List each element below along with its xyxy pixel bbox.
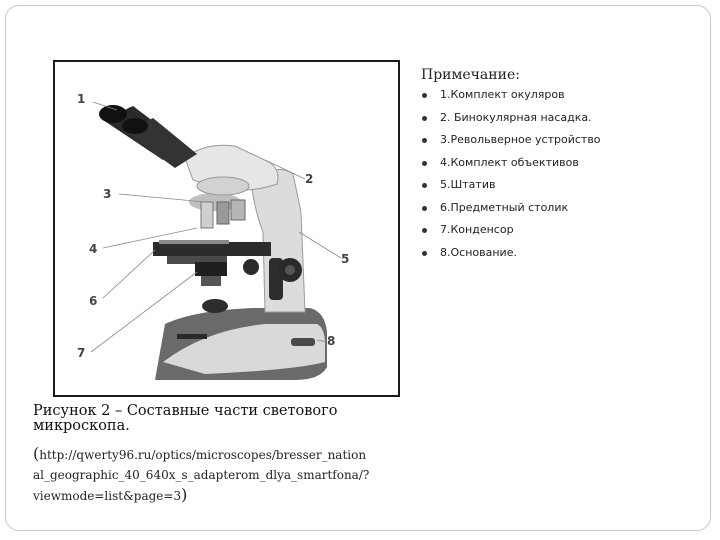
bullet-icon [422,183,427,188]
callout-3: 3 [103,187,111,201]
bullet-icon [422,138,427,143]
list-item-label: 3.Револьверное устройство [440,133,601,146]
callout-7: 7 [77,346,85,360]
callout-2: 2 [305,172,313,186]
bullet-icon [422,228,427,233]
notes-list: 1.Комплект окуляров 2. Бинокулярная наса… [418,84,601,264]
list-item: 3.Револьверное устройство [418,129,601,152]
list-item-label: 6.Предметный столик [440,201,568,214]
callout-6: 6 [89,294,97,308]
source-url[interactable]: http://qwerty96.ru/optics/microscopes/br… [33,448,369,503]
list-item: 1.Комплект окуляров [418,84,601,107]
notes-title: Примечание: [421,67,520,83]
bullet-icon [422,206,427,211]
list-item: 7.Конденсор [418,219,601,242]
close-paren: ) [181,485,187,504]
list-item-label: 2. Бинокулярная насадка. [440,111,592,124]
microscope-figure: 1 2 3 4 5 6 7 8 [53,60,400,397]
list-item-label: 4.Комплект объективов [440,156,579,169]
list-item: 6.Предметный столик [418,197,601,220]
bullet-icon [422,251,427,256]
figure-caption: Рисунок 2 – Составные части светового ми… [33,404,393,434]
list-item: 8.Основание. [418,242,601,265]
callout-4: 4 [89,242,97,256]
callout-1: 1 [77,92,85,106]
callout-8: 8 [327,334,335,348]
source-citation: (http://qwerty96.ru/optics/microscopes/b… [33,444,373,506]
list-item: 5.Штатив [418,174,601,197]
bullet-icon [422,116,427,121]
microscope-illustration [55,62,398,395]
callout-5: 5 [341,252,349,266]
list-item: 2. Бинокулярная насадка. [418,107,601,130]
list-item-label: 5.Штатив [440,178,495,191]
list-item-label: 8.Основание. [440,246,517,259]
list-item: 4.Комплект объективов [418,152,601,175]
list-item-label: 7.Конденсор [440,223,514,236]
list-item-label: 1.Комплект окуляров [440,88,565,101]
bullet-icon [422,93,427,98]
bullet-icon [422,161,427,166]
